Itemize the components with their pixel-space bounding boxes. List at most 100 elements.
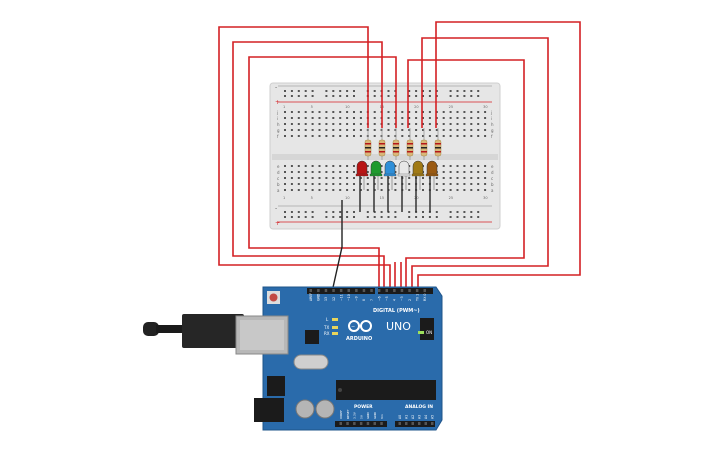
breadboard-hole[interactable]	[387, 129, 390, 131]
breadboard-hole[interactable]	[359, 123, 362, 125]
power-pin[interactable]	[339, 422, 343, 425]
digital-pin[interactable]	[332, 289, 335, 292]
breadboard-hole[interactable]	[325, 129, 328, 131]
digital-pin[interactable]	[423, 289, 427, 292]
rail-hole[interactable]	[387, 216, 390, 218]
breadboard-hole[interactable]	[428, 135, 431, 137]
breadboard-hole[interactable]	[318, 165, 321, 167]
rail-hole[interactable]	[339, 216, 342, 218]
breadboard-hole[interactable]	[332, 111, 335, 113]
breadboard-hole[interactable]	[297, 117, 300, 119]
breadboard-hole[interactable]	[401, 117, 404, 119]
breadboard-hole[interactable]	[304, 123, 307, 125]
breadboard-hole[interactable]	[477, 135, 480, 137]
rail-hole[interactable]	[339, 211, 342, 213]
rail-hole[interactable]	[428, 95, 431, 97]
rail-hole[interactable]	[346, 95, 349, 97]
breadboard-hole[interactable]	[477, 111, 480, 113]
rail-hole[interactable]	[408, 90, 411, 92]
breadboard-hole[interactable]	[318, 135, 321, 137]
breadboard-hole[interactable]	[463, 171, 466, 173]
breadboard-hole[interactable]	[415, 111, 418, 113]
rail-hole[interactable]	[449, 216, 452, 218]
breadboard-hole[interactable]	[463, 183, 466, 185]
breadboard-hole[interactable]	[346, 171, 349, 173]
breadboard-hole[interactable]	[359, 117, 362, 119]
breadboard-hole[interactable]	[456, 189, 459, 191]
breadboard-hole[interactable]	[456, 123, 459, 125]
breadboard-hole[interactable]	[304, 135, 307, 137]
breadboard-hole[interactable]	[311, 123, 314, 125]
breadboard-hole[interactable]	[325, 111, 328, 113]
breadboard-hole[interactable]	[284, 111, 286, 113]
power-pin[interactable]	[380, 422, 383, 425]
breadboard-hole[interactable]	[318, 171, 321, 173]
breadboard-hole[interactable]	[366, 183, 369, 185]
breadboard-hole[interactable]	[332, 135, 335, 137]
breadboard-hole[interactable]	[401, 111, 404, 113]
rail-hole[interactable]	[408, 211, 411, 213]
digital-pin[interactable]	[415, 289, 419, 292]
breadboard-hole[interactable]	[318, 177, 321, 179]
breadboard-hole[interactable]	[359, 135, 362, 137]
breadboard-hole[interactable]	[470, 123, 473, 125]
breadboard-hole[interactable]	[284, 177, 286, 179]
breadboard-hole[interactable]	[470, 171, 473, 173]
rail-hole[interactable]	[463, 95, 466, 97]
rail-hole[interactable]	[297, 211, 300, 213]
digital-pin[interactable]	[347, 289, 351, 292]
rail-hole[interactable]	[394, 216, 397, 218]
breadboard-hole[interactable]	[477, 129, 480, 131]
rail-hole[interactable]	[477, 90, 480, 92]
breadboard-hole[interactable]	[346, 135, 349, 137]
breadboard-hole[interactable]	[359, 129, 362, 131]
breadboard-hole[interactable]	[477, 123, 480, 125]
breadboard-hole[interactable]	[470, 165, 473, 167]
rail-hole[interactable]	[387, 95, 390, 97]
rail-hole[interactable]	[346, 90, 349, 92]
breadboard-hole[interactable]	[408, 123, 411, 125]
breadboard-hole[interactable]	[470, 177, 473, 179]
digital-pin[interactable]	[393, 289, 396, 292]
breadboard-hole[interactable]	[422, 117, 424, 119]
breadboard-hole[interactable]	[470, 129, 473, 131]
breadboard-hole[interactable]	[394, 165, 397, 167]
breadboard-hole[interactable]	[284, 135, 286, 137]
led-white[interactable]	[398, 160, 410, 176]
breadboard-hole[interactable]	[353, 165, 355, 167]
breadboard-hole[interactable]	[435, 177, 438, 179]
breadboard-hole[interactable]	[463, 129, 466, 131]
breadboard-hole[interactable]	[304, 183, 307, 185]
breadboard-hole[interactable]	[442, 117, 445, 119]
breadboard-hole[interactable]	[346, 177, 349, 179]
breadboard-hole[interactable]	[484, 129, 487, 131]
rail-hole[interactable]	[435, 211, 438, 213]
breadboard-hole[interactable]	[442, 165, 445, 167]
rail-hole[interactable]	[422, 216, 424, 218]
breadboard-hole[interactable]	[304, 177, 307, 179]
breadboard-hole[interactable]	[353, 117, 355, 119]
breadboard-hole[interactable]	[353, 135, 355, 137]
breadboard-hole[interactable]	[456, 183, 459, 185]
breadboard-hole[interactable]	[339, 183, 342, 185]
rail-hole[interactable]	[477, 216, 480, 218]
breadboard-hole[interactable]	[346, 129, 349, 131]
breadboard-hole[interactable]	[346, 123, 349, 125]
breadboard-hole[interactable]	[442, 129, 445, 131]
breadboard-hole[interactable]	[353, 111, 355, 113]
breadboard-hole[interactable]	[415, 129, 418, 131]
rail-hole[interactable]	[290, 211, 293, 213]
analog-pin[interactable]	[405, 422, 408, 425]
breadboard-hole[interactable]	[477, 165, 480, 167]
digital-pin[interactable]	[339, 289, 343, 292]
breadboard-hole[interactable]	[359, 111, 362, 113]
rail-hole[interactable]	[477, 95, 480, 97]
rail-hole[interactable]	[304, 216, 307, 218]
breadboard-hole[interactable]	[339, 135, 342, 137]
breadboard-hole[interactable]	[311, 117, 314, 119]
breadboard-hole[interactable]	[477, 171, 480, 173]
breadboard-hole[interactable]	[297, 183, 300, 185]
breadboard-hole[interactable]	[463, 177, 466, 179]
rail-hole[interactable]	[463, 211, 466, 213]
breadboard-hole[interactable]	[339, 111, 342, 113]
